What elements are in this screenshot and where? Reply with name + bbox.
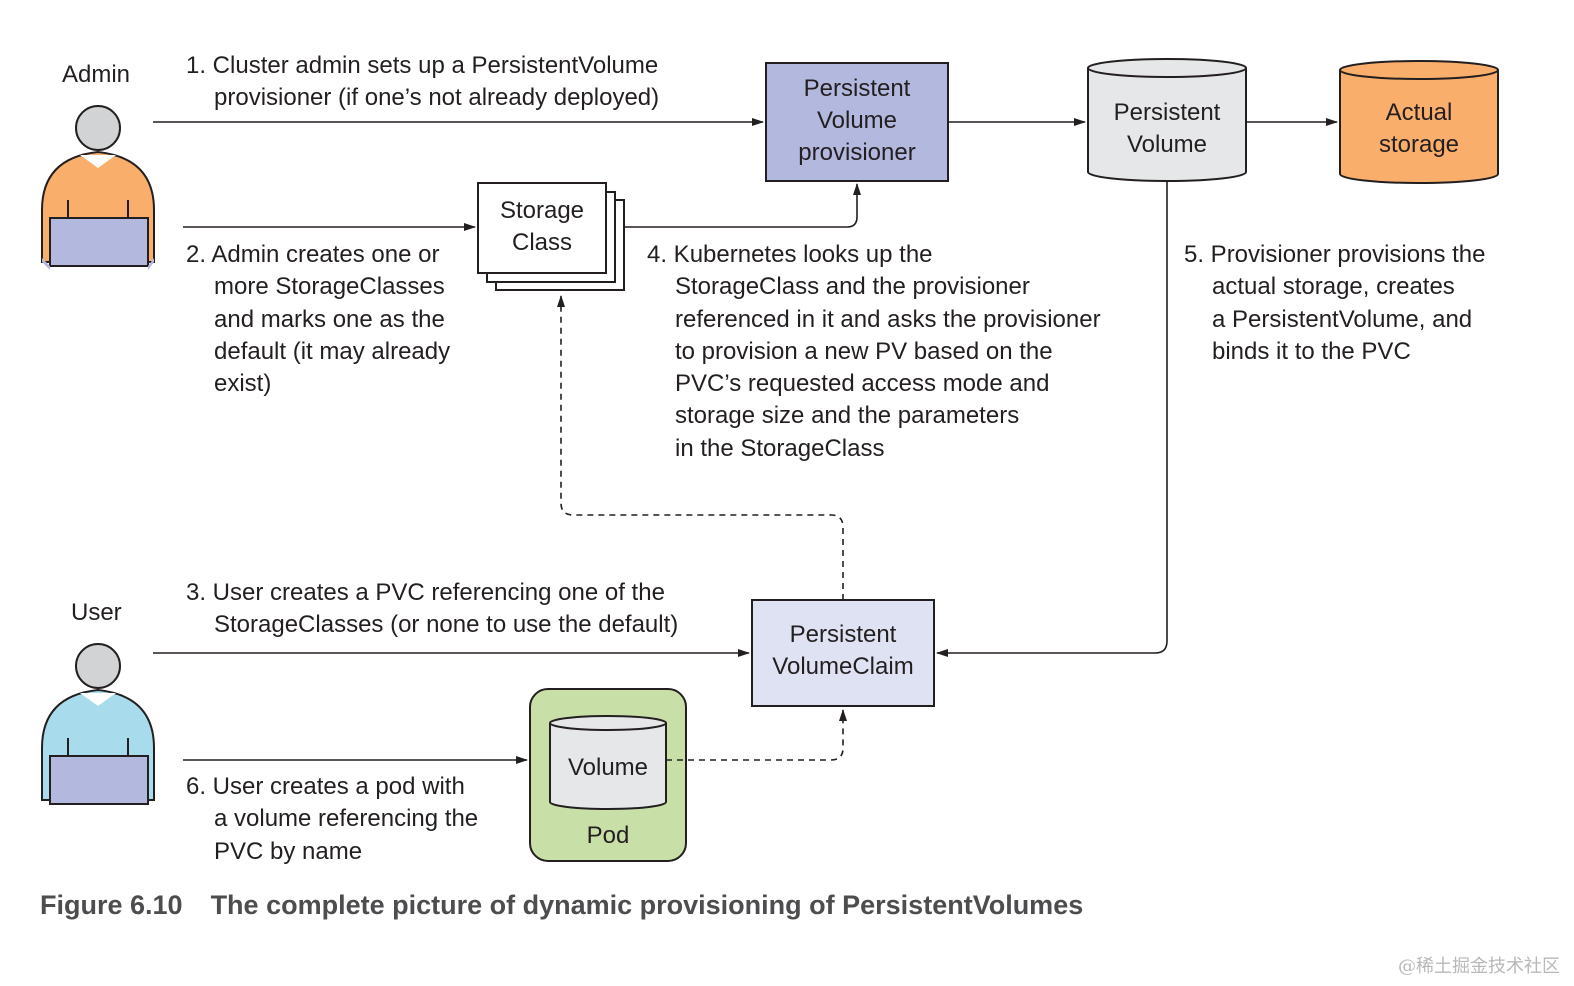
- actual-storage-cylinder: [1339, 60, 1499, 184]
- persistent-volume-cylinder: [1087, 58, 1247, 182]
- arrow-pv-binds-pvc: [936, 181, 1168, 657]
- storage-class-stack: [477, 182, 625, 291]
- volume-cylinder: [549, 715, 667, 810]
- pod-label: Pod: [586, 822, 630, 849]
- persistent-volume-label: Persistent Volume: [1113, 99, 1221, 158]
- step6-text: 6. User creates a pod with a volume refe…: [186, 773, 479, 865]
- volume-label: Volume: [567, 754, 649, 781]
- dashed-volume-to-pvc: [666, 709, 847, 761]
- user-laptop: [49, 755, 149, 805]
- figure-number: Figure 6.10: [40, 890, 183, 920]
- step2-text: 2. Admin creates one or more StorageClas…: [186, 241, 451, 398]
- figure-caption-text: The complete picture of dynamic provisio…: [210, 890, 1084, 920]
- step4-text: 4. Kubernetes looks up the StorageClass …: [647, 241, 1101, 462]
- user-label: User: [71, 599, 122, 626]
- arrow-storageclass-to-provisioner: [624, 183, 861, 228]
- step3-text: 3. User creates a PVC referencing one of…: [186, 579, 679, 639]
- actual-storage-label: Actual storage: [1378, 99, 1460, 158]
- pvc-box: [751, 599, 935, 707]
- admin-laptop: [49, 217, 149, 267]
- watermark: @稀土掘金技术社区: [1398, 956, 1560, 977]
- provisioner-label: Persistent Volume provisioner: [798, 75, 916, 166]
- dashed-pvc-to-storageclass: [557, 295, 844, 600]
- figure-caption: Figure 6.10 The complete picture of dynam…: [40, 890, 1083, 921]
- user-person-icon: [41, 643, 155, 805]
- pvc-label: Persistent VolumeClaim: [772, 621, 914, 680]
- step1-text: 1. Cluster admin sets up a PersistentVol…: [186, 52, 660, 112]
- step5-text: 5. Provisioner provisions the actual sto…: [1184, 241, 1486, 365]
- admin-person-icon: [41, 105, 155, 270]
- provisioner-box: [765, 62, 949, 182]
- admin-label: Admin: [62, 61, 131, 88]
- storage-class-label: Storage Class: [499, 197, 585, 256]
